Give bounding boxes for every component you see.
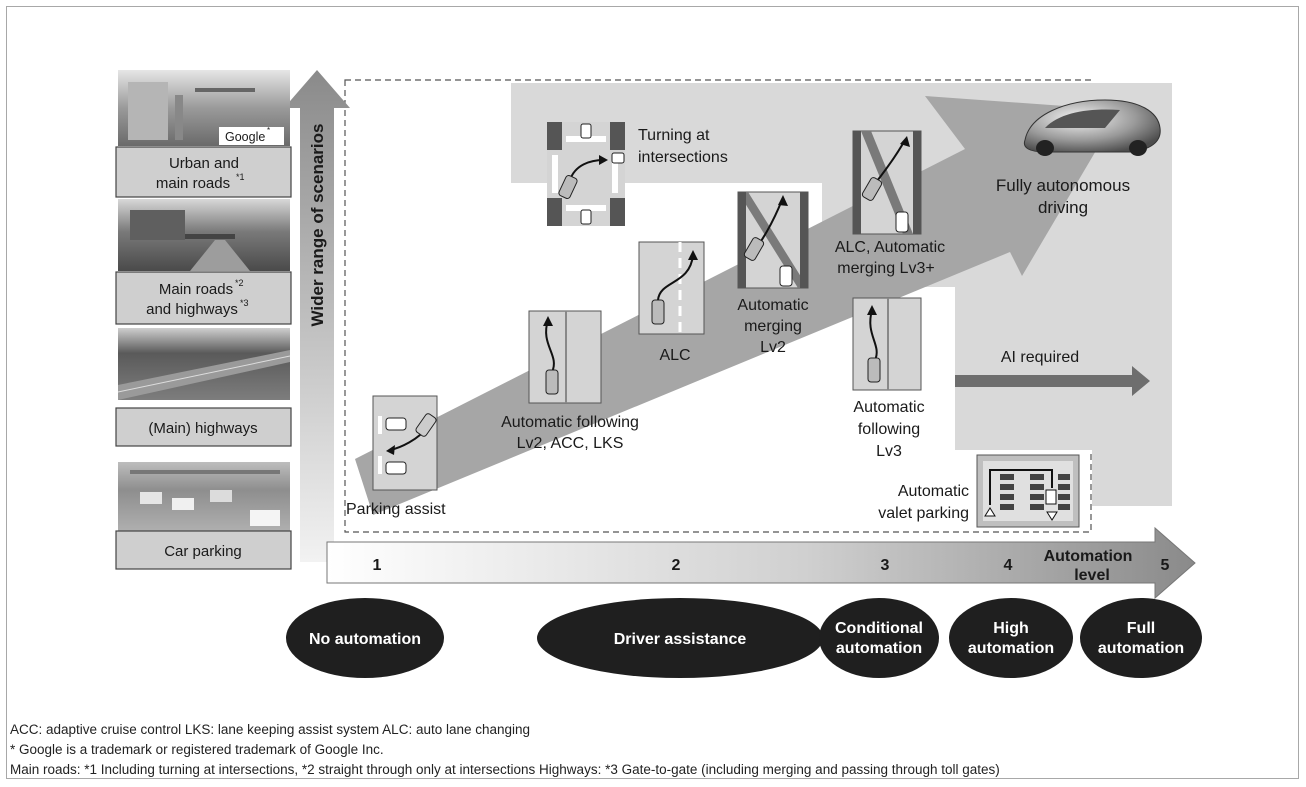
merging-lv2-icon	[737, 191, 809, 289]
ai-required-label: AI required	[1001, 349, 1079, 366]
category-full-line2: automation	[1098, 640, 1184, 657]
valet-line1: Automatic	[898, 483, 969, 500]
footnote-google: * Google is a trademark or registered tr…	[10, 742, 384, 757]
main-highways-line2: and highways	[146, 301, 238, 318]
autonomous-car-icon	[1023, 99, 1161, 156]
scenario-axis-label: Wider range of scenarios	[308, 124, 327, 327]
category-full-automation	[1080, 598, 1202, 678]
category-no-automation-label: No automation	[309, 631, 421, 648]
merging-lv3-line1: ALC, Automatic	[835, 239, 945, 256]
merging-lv2-line2: merging	[744, 318, 802, 335]
label-box-urban	[115, 146, 292, 198]
photo-main-roads	[118, 199, 290, 271]
level-tick-1: 1	[373, 557, 382, 574]
category-high-automation	[949, 598, 1073, 678]
merging-lv3-icon	[852, 130, 922, 235]
level-tick-5: 5	[1161, 557, 1170, 574]
valet-parking-icon	[976, 454, 1080, 528]
figure-frame	[6, 6, 1299, 779]
level-tick-3: 3	[881, 557, 890, 574]
highways-label: (Main) highways	[148, 420, 257, 437]
turning-icon	[547, 122, 625, 226]
google-tag: Google	[225, 130, 265, 144]
label-box-highways	[115, 407, 292, 447]
label-box-car-parking	[115, 530, 292, 570]
parking-assist-label: Parking assist	[346, 501, 446, 518]
following-lv2-line1: Automatic following	[501, 414, 639, 431]
category-high-line1: High	[993, 620, 1029, 637]
valet-line2: valet parking	[878, 505, 969, 522]
photo-urban	[118, 70, 290, 146]
merging-lv2-line3: Lv2	[760, 339, 786, 356]
following-lv2-icon	[528, 310, 602, 404]
following-lv3-line1: Automatic	[853, 399, 924, 416]
category-conditional-automation	[819, 598, 939, 678]
label-box-main-highways	[115, 271, 292, 325]
diagram-canvas: Wider range of scenarios Google * Urban …	[115, 70, 1202, 678]
fully-autonomous-line1: Fully autonomous	[996, 176, 1130, 195]
fully-autonomous-line2: driving	[1038, 198, 1088, 217]
footnotes: ACC: adaptive cruise control LKS: lane k…	[10, 720, 1290, 780]
footnote-road-definitions: Main roads: *1 Including turning at inte…	[10, 762, 1000, 777]
following-lv3-line3: Lv3	[876, 443, 902, 460]
category-no-automation	[286, 598, 444, 678]
automation-level-title-line1: Automation	[1044, 548, 1133, 565]
category-driver-assistance	[537, 598, 823, 678]
following-lv2-line2: Lv2, ACC, LKS	[517, 435, 624, 452]
category-full-line1: Full	[1127, 620, 1155, 637]
ai-required-arrow	[955, 366, 1150, 396]
photo-highways	[117, 328, 291, 400]
main-highways-line1: Main roads	[159, 281, 233, 298]
automation-level-title-line2: level	[1074, 567, 1110, 584]
turning-line1: Turning at	[638, 127, 710, 144]
scenario-axis-arrow	[284, 70, 350, 562]
photo-car-parking	[118, 462, 290, 532]
urban-label-sup: *1	[236, 172, 245, 182]
parking-assist-icon	[372, 395, 438, 491]
google-sup: *	[267, 126, 270, 135]
merging-lv3-line2: merging Lv3+	[837, 260, 934, 277]
category-driver-assistance-label: Driver assistance	[614, 631, 747, 648]
main-highways-sup2: *3	[240, 298, 249, 308]
category-high-line2: automation	[968, 640, 1054, 657]
merging-lv2-line1: Automatic	[737, 297, 808, 314]
main-highways-sup1: *2	[235, 278, 244, 288]
alc-icon	[638, 241, 705, 335]
progression-arrow	[355, 96, 1120, 515]
level-tick-2: 2	[672, 557, 681, 574]
footnote-abbreviations: ACC: adaptive cruise control LKS: lane k…	[10, 722, 531, 737]
turning-line2: intersections	[638, 149, 728, 166]
category-conditional-line1: Conditional	[835, 620, 923, 637]
urban-label-line1: Urban and	[169, 155, 239, 172]
category-conditional-line2: automation	[836, 640, 922, 657]
urban-label-line2: main roads	[156, 175, 230, 192]
following-lv3-line2: following	[858, 421, 920, 438]
automation-level-axis	[326, 526, 1196, 600]
alc-label: ALC	[659, 347, 690, 364]
following-lv3-icon	[852, 297, 922, 391]
level-tick-4: 4	[1004, 557, 1013, 574]
car-parking-label: Car parking	[164, 543, 242, 560]
